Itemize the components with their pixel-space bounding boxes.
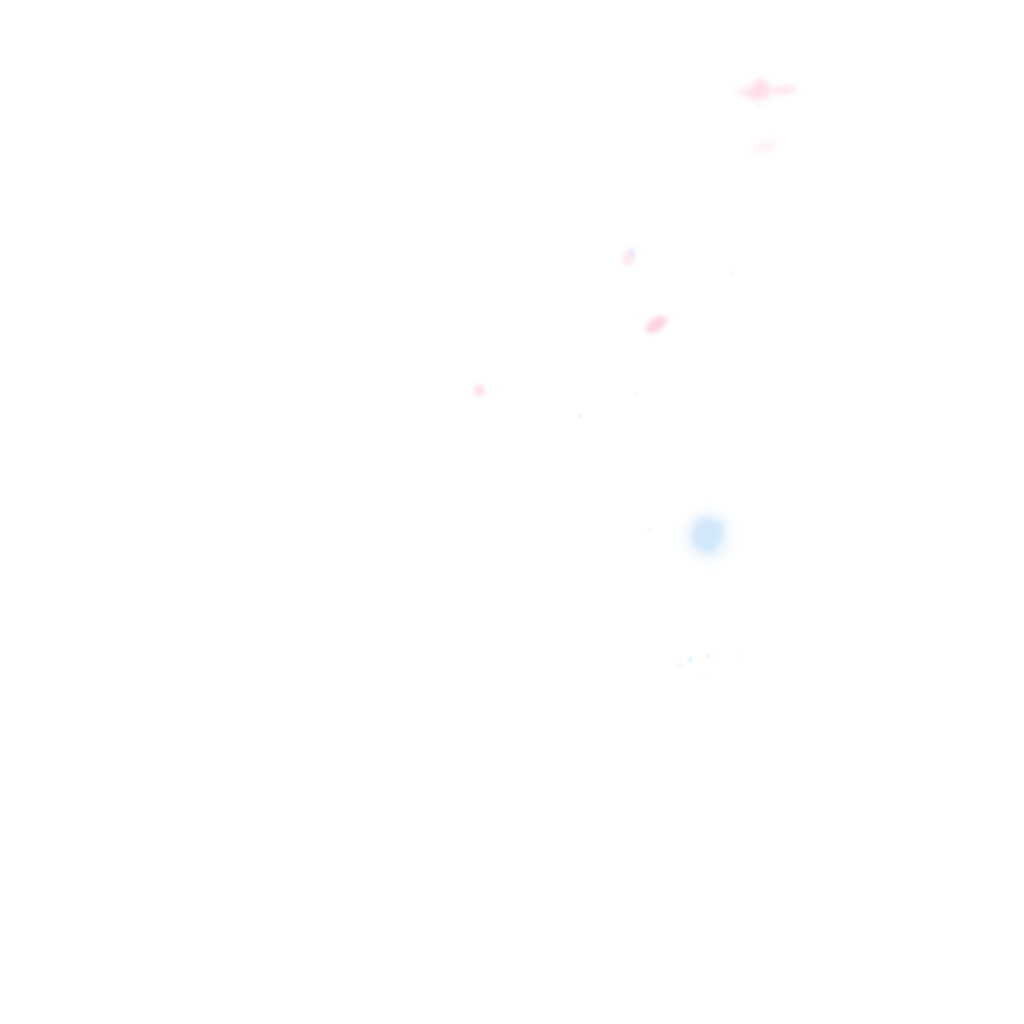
artifact-speck-blue-a [578,414,582,418]
artifact-speck-blue-b [634,392,637,395]
artifact-speck-pink-j [757,104,761,108]
artifact-pink-wisp-mid-upper [751,137,779,155]
artifact-blue-fleck-upper-right [716,522,724,529]
artifact-blue-blob-center [689,516,725,554]
artifact-speck-cyan-e [688,657,693,662]
artifact-speck-blue-d [731,272,734,275]
artifact-speck-cyan-g [707,654,711,658]
artifact-speck-cyan-i [702,672,705,675]
artifact-blue-blob-halo [679,507,735,565]
artifact-speck-cyan-h [740,654,743,657]
artifact-pink-blue-hook-mid [620,247,636,268]
artifact-pink-dash-upper-right [771,84,797,96]
artifact-pink-hook-upper [744,76,774,104]
artifact-blue-tip-mid [629,246,636,259]
artifact-speck-blue-c [648,529,651,532]
artifact-pink-tail-upper-left [735,85,755,100]
artifact-pink-scurve-mid [642,312,670,337]
artifact-pink-dot-left [474,385,484,396]
artifact-speck-cyan-f [678,663,682,667]
